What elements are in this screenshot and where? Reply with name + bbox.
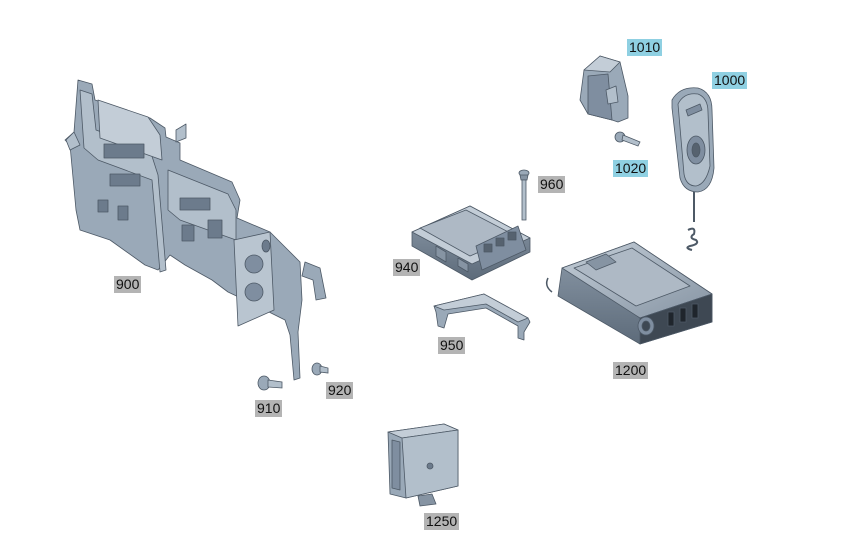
module-1250-part[interactable] bbox=[387, 423, 459, 507]
callout-950[interactable]: 950 bbox=[438, 337, 466, 354]
bracket-900-part[interactable] bbox=[64, 79, 327, 381]
callout-910[interactable]: 910 bbox=[255, 400, 283, 417]
callout-940[interactable]: 940 bbox=[393, 259, 421, 276]
screw-1020-part[interactable] bbox=[614, 131, 641, 147]
callout-1000[interactable]: 1000 bbox=[712, 72, 748, 89]
callout-960[interactable]: 960 bbox=[538, 176, 566, 193]
callout-920[interactable]: 920 bbox=[326, 382, 354, 399]
callout-900[interactable]: 900 bbox=[114, 276, 142, 293]
callout-1020[interactable]: 1020 bbox=[613, 160, 649, 177]
screw-920-part[interactable] bbox=[311, 362, 329, 376]
holder-1010-part[interactable] bbox=[579, 55, 629, 123]
head-unit-1200-part[interactable] bbox=[545, 241, 713, 345]
handset-1000-part[interactable] bbox=[671, 87, 715, 251]
bolt-960-part[interactable] bbox=[518, 169, 530, 221]
control-unit-940-part[interactable] bbox=[411, 205, 531, 281]
callout-1200[interactable]: 1200 bbox=[613, 362, 649, 379]
screw-910-part[interactable] bbox=[257, 375, 283, 391]
callout-1010[interactable]: 1010 bbox=[627, 39, 663, 56]
callout-1250[interactable]: 1250 bbox=[424, 513, 460, 530]
bracket-950-part[interactable] bbox=[433, 293, 531, 341]
